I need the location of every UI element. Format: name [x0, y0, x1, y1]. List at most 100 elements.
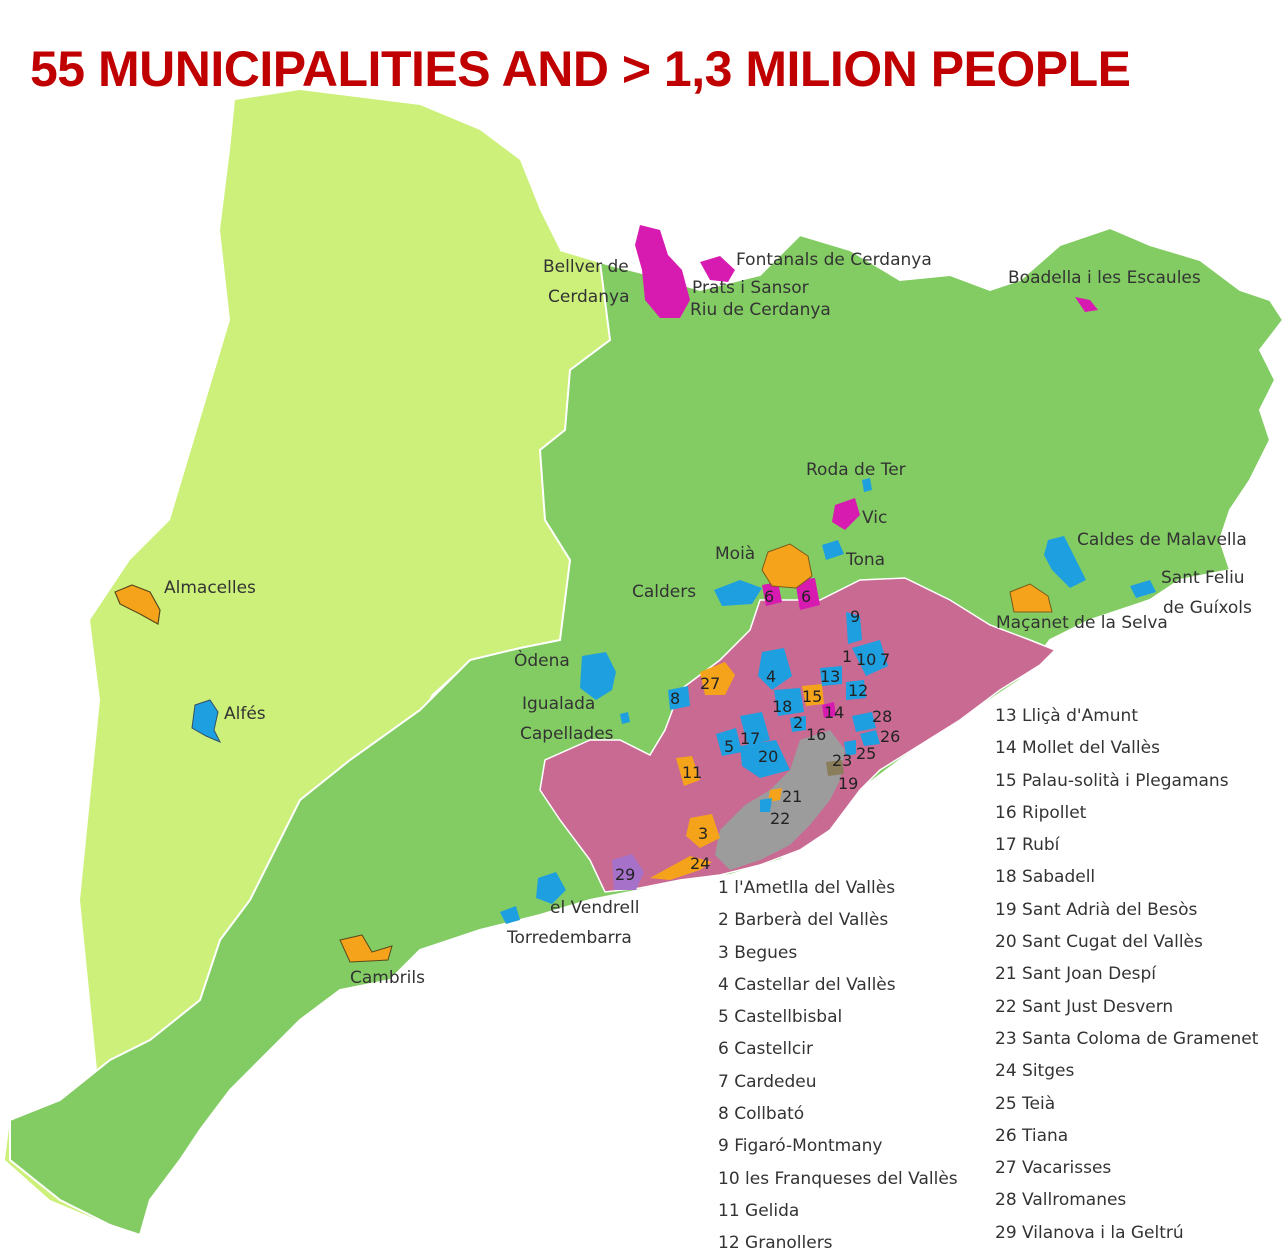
municipality-24	[650, 856, 712, 880]
municipality-10	[852, 640, 888, 676]
map-number-23: 23	[832, 751, 853, 770]
municipality-vic	[832, 498, 860, 530]
label-boadella: Boadella i les Escaules	[1008, 268, 1201, 288]
label-torredembarra: Torredembarra	[507, 928, 632, 948]
legend-item: 12 Granollers	[718, 1233, 833, 1254]
label-bellver-line2: Cerdanya	[548, 287, 630, 307]
legend-item: 26 Tiana	[995, 1125, 1069, 1146]
label-caldes: Caldes de Malavella	[1077, 530, 1247, 550]
map-number-16: 16	[806, 725, 827, 744]
legend-item: 4 Castellar del Vallès	[718, 974, 896, 995]
municipality-22	[760, 798, 772, 812]
map-number-10: 10	[856, 650, 877, 669]
legend-item: 14 Mollet del Vallès	[995, 738, 1160, 759]
municipality-20	[740, 740, 790, 778]
municipality-fontanals	[700, 256, 735, 282]
label-fontanals: Fontanals de Cerdanya	[736, 250, 932, 270]
legend-column-1: 1 l'Ametlla del Vallès 2 Barberà del Val…	[718, 872, 958, 1260]
municipality-17	[740, 712, 770, 746]
municipality-13	[820, 666, 842, 686]
map-number-15: 15	[802, 687, 823, 706]
municipality-odena	[580, 652, 616, 700]
municipality-29	[612, 854, 644, 890]
municipality-castellcir-a	[762, 582, 782, 606]
legend-item: 24 Sitges	[995, 1061, 1075, 1082]
map-number-13: 13	[820, 667, 841, 686]
legend-item: 22 Sant Just Desvern	[995, 996, 1174, 1017]
legend-item: 28 Vallromanes	[995, 1190, 1127, 1211]
map-number-27: 27	[700, 674, 721, 693]
municipality-caldes	[1044, 536, 1086, 588]
map-number-6b: 6	[801, 587, 812, 606]
map-number-25: 25	[856, 744, 877, 763]
map-number-11: 11	[682, 763, 703, 782]
label-riu: Riu de Cerdanya	[690, 300, 831, 320]
label-moia: Moià	[715, 544, 756, 564]
municipality-boadella	[1075, 297, 1098, 312]
label-cambrils: Cambrils	[350, 968, 425, 988]
map-number-1: 1	[842, 647, 853, 666]
map-number-3: 3	[698, 824, 709, 843]
label-igualada: Igualada	[522, 694, 596, 714]
municipality-8	[668, 686, 690, 710]
municipality-calders	[714, 580, 762, 606]
label-macanet: Maçanet de la Selva	[996, 613, 1168, 633]
municipality-capellades	[620, 712, 630, 724]
map-number-29: 29	[615, 865, 636, 884]
map-number-19: 19	[838, 774, 859, 793]
municipality-5	[716, 728, 742, 756]
label-roda: Roda de Ter	[806, 460, 906, 480]
label-calders: Calders	[632, 582, 697, 602]
label-capellades: Capellades	[520, 724, 614, 744]
municipality-28	[852, 712, 876, 732]
municipality-23	[826, 760, 844, 776]
legend-item: 5 Castellbisbal	[718, 1007, 843, 1028]
municipality-9	[846, 612, 862, 644]
municipality-macanet	[1009, 583, 1053, 613]
map-number-20: 20	[758, 747, 779, 766]
legend-item: 7 Cardedeu	[718, 1071, 817, 1092]
map-number-2: 2	[793, 713, 804, 732]
municipality-11	[676, 756, 700, 786]
map-number-7: 7	[880, 650, 891, 669]
municipality-12	[846, 680, 866, 700]
municipality-roda	[862, 478, 872, 492]
map-number-26: 26	[880, 727, 901, 746]
municipality-3	[686, 814, 720, 848]
map-number-5: 5	[724, 737, 735, 756]
western-region-fill	[5, 90, 610, 1235]
municipality-4	[758, 648, 792, 690]
municipality-25	[844, 740, 856, 756]
label-bellver-line1: Bellver de	[543, 257, 629, 277]
municipality-27	[700, 662, 735, 695]
legend-item: 10 les Franqueses del Vallès	[718, 1168, 958, 1189]
legend-item: 16 Ripollet	[995, 802, 1087, 823]
legend-item: 9 Figaró-Montmany	[718, 1136, 883, 1157]
legend-item: 21 Sant Joan Despí	[995, 964, 1157, 985]
municipality-18	[774, 688, 804, 716]
legend-item: 2 Barberà del Vallès	[718, 910, 889, 931]
municipality-tona	[822, 540, 844, 560]
municipality-26	[860, 730, 880, 746]
legend-item: 1 l'Ametlla del Vallès	[718, 878, 896, 898]
municipality-moia	[761, 543, 813, 589]
label-vendrell: el Vendrell	[550, 898, 640, 918]
label-prats: Prats i Sansor	[692, 278, 809, 298]
label-vic: Vic	[862, 508, 888, 528]
map-number-21: 21	[782, 787, 803, 806]
map-number-8: 8	[670, 689, 681, 708]
eastern-region	[9, 226, 1285, 1237]
legend-item: 13 Lliçà d'Amunt	[995, 706, 1138, 726]
legend-item: 19 Sant Adrià del Besòs	[995, 899, 1198, 920]
municipality-castellcir-b	[795, 578, 820, 610]
municipality-sant-feliu	[1130, 580, 1156, 598]
municipality-cambrils	[339, 934, 393, 963]
label-tona: Tona	[846, 550, 886, 570]
legend-item: 29 Vilanova i la Geltrú	[995, 1222, 1184, 1243]
label-alfes: Alfés	[224, 704, 266, 724]
legend-item: 15 Palau-solità i Plegamans	[995, 770, 1229, 791]
municipality-almacelles	[114, 584, 161, 625]
legend-item: 8 Collbató	[718, 1104, 805, 1125]
municipality-15	[802, 684, 824, 706]
